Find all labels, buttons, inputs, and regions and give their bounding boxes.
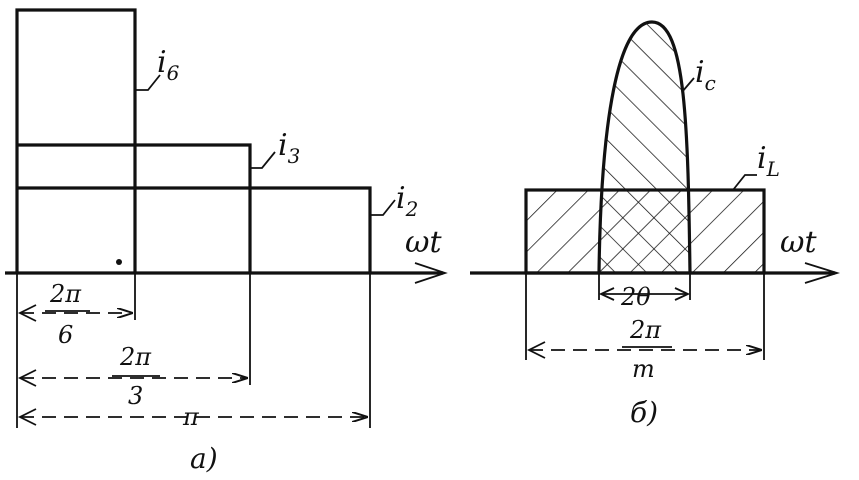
axis-a-arrowhead	[414, 262, 448, 284]
dim-2pi3-arrow-left	[17, 369, 37, 387]
region-ic-hatch	[599, 22, 690, 273]
dim-pi-label: π	[182, 403, 200, 431]
dim-2theta-label: 2θ	[620, 283, 651, 311]
dim-2theta-arrow-right	[674, 287, 691, 301]
axis-a-label: ωt	[405, 225, 442, 260]
leader-i2	[370, 199, 396, 216]
label-i3: i3	[278, 128, 300, 168]
axis-b-arrowhead	[804, 262, 841, 284]
pulse-i3	[17, 143, 252, 273]
caption-b: б)	[630, 396, 658, 429]
dim-2pim-denominator: m	[632, 355, 655, 383]
label-ic: ic	[695, 55, 716, 95]
dim-2pi6-arrow-left	[17, 304, 37, 322]
dim-pi-arrow-left	[17, 408, 37, 426]
leader-i3	[250, 151, 276, 169]
dim-2pim-arrow-left	[526, 341, 546, 359]
diagram-a: ωt i6 i3 i2 2π 6 2π 3 π а)	[5, 8, 448, 475]
leader-i6	[135, 74, 161, 91]
leader-ic	[681, 77, 695, 93]
label-i6: i6	[157, 45, 180, 85]
diagram-b: ωt ic iL 2θ 2π m б)	[470, 20, 841, 429]
dim-2theta-arrow-left	[598, 287, 615, 301]
stray-dot	[116, 259, 122, 265]
caption-a: а)	[190, 442, 218, 475]
dim-2pim-numerator: 2π	[629, 316, 662, 344]
label-i2: i2	[396, 181, 418, 221]
axis-b-label: ωt	[780, 225, 817, 260]
dim-2pi3-numerator: 2π	[119, 343, 152, 371]
pulse-i2	[17, 186, 372, 273]
pulse-i6	[15, 8, 137, 273]
dim-2pi6-denominator: 6	[58, 321, 73, 349]
leader-iL	[732, 174, 757, 191]
dim-2pi6-numerator: 2π	[49, 280, 82, 308]
pulse-ic	[597, 20, 692, 274]
dim-2pi3-denominator: 3	[128, 382, 143, 410]
label-iL: iL	[757, 141, 780, 181]
